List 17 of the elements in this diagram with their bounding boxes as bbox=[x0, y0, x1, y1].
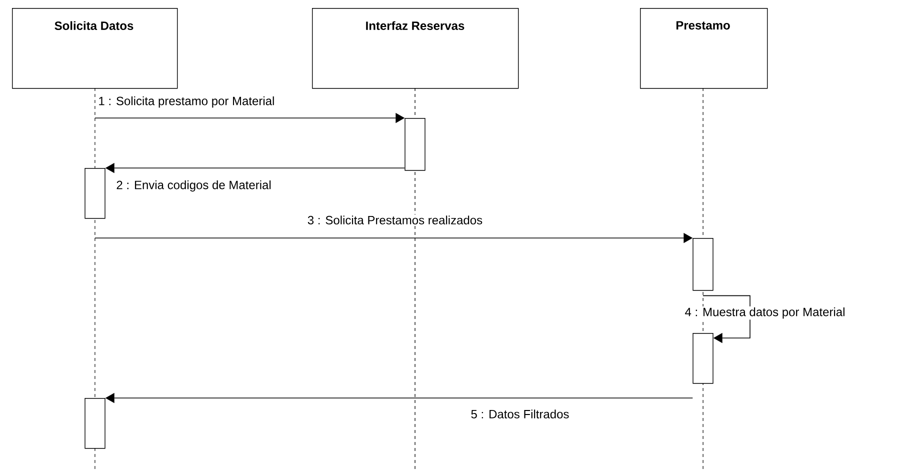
message-label: 2 : Envia codigos de Material bbox=[115, 179, 272, 193]
activation-bar bbox=[84, 398, 106, 449]
header-label: Solicita Datos bbox=[54, 21, 134, 30]
lifeline-header bbox=[640, 8, 768, 89]
activation-bar bbox=[692, 333, 714, 384]
message-label: 4 : Muestra datos por Material bbox=[684, 306, 846, 320]
message-label: 3 : Solicita Prestamos realizados bbox=[306, 214, 484, 226]
header-label: Interfaz Reservas bbox=[366, 21, 464, 30]
activation-bar bbox=[404, 118, 426, 171]
message-arrow bbox=[702, 295, 750, 344]
lifeline-header bbox=[12, 8, 178, 89]
header-label: Prestamo bbox=[676, 21, 730, 30]
activation-bar bbox=[692, 238, 714, 291]
lifeline-header bbox=[312, 8, 519, 89]
message-label: 1 : Solicita prestamo por Material bbox=[97, 95, 276, 109]
message-label: 5 : Datos Filtrados bbox=[470, 408, 570, 420]
activation-bar bbox=[84, 168, 106, 219]
